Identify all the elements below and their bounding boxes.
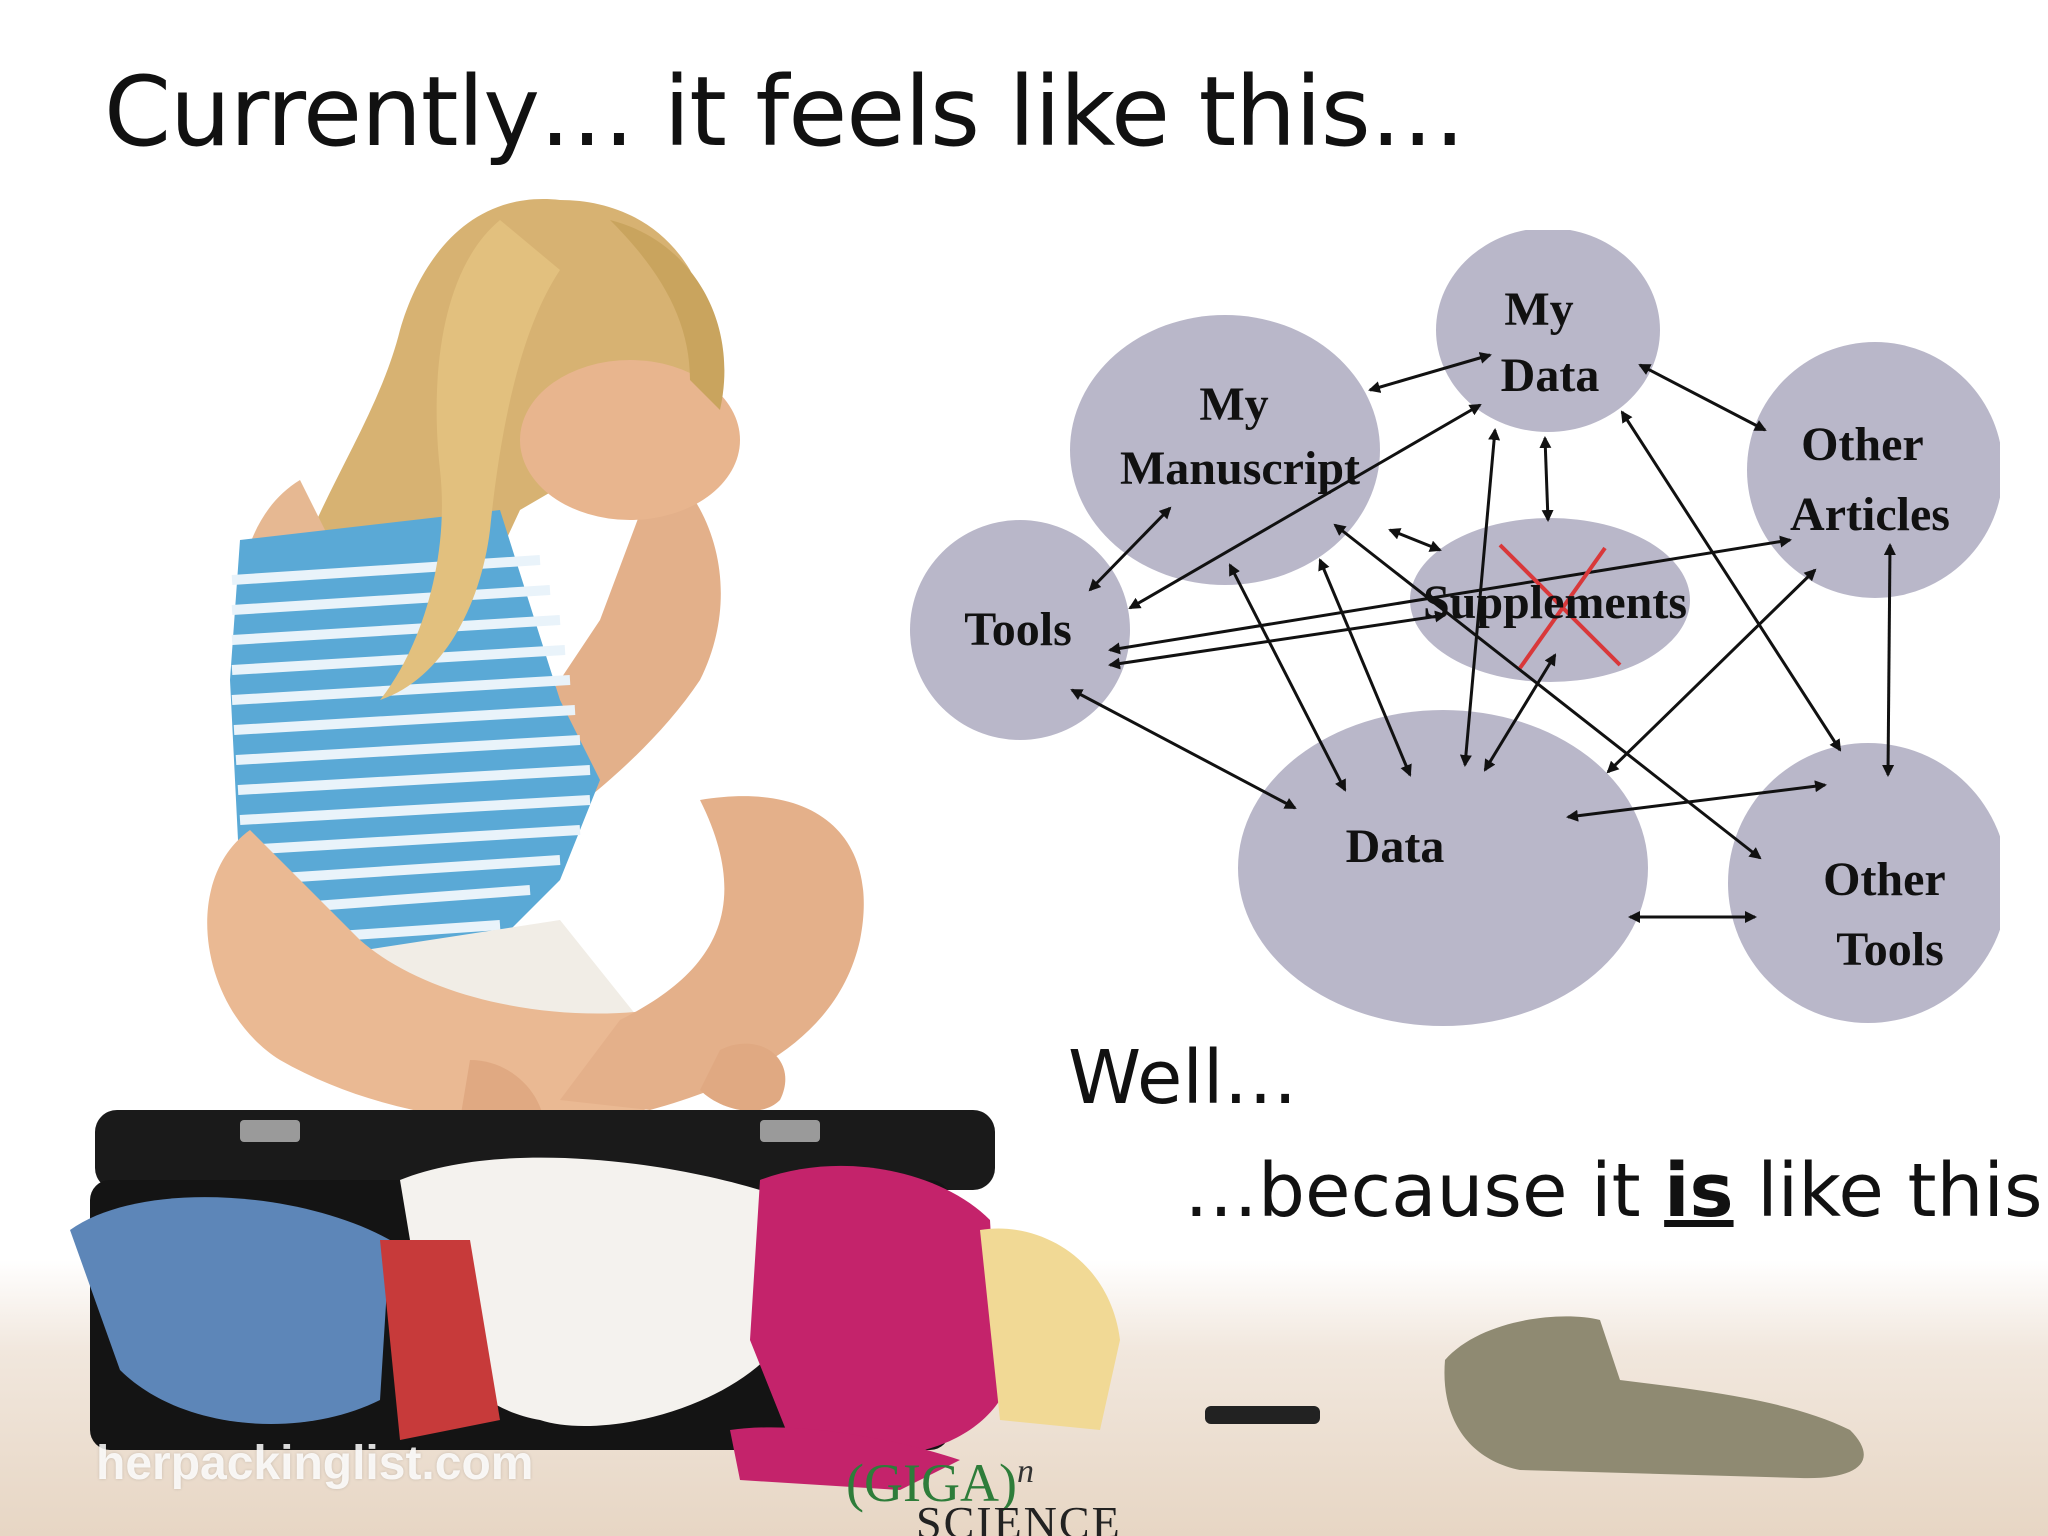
- arrow-otherarticles-tools: [1108, 535, 1792, 655]
- phone-on-floor: [1205, 1406, 1320, 1424]
- stressed-woman-on-suitcase-photo: [70, 199, 1120, 1490]
- logo-top-line: (GIGA)n: [846, 1452, 1034, 1514]
- logo-top-text: (GIGA): [846, 1453, 1017, 1513]
- arrow-manuscript-data-a: [1228, 563, 1347, 792]
- label-tools: Tools: [964, 603, 1072, 656]
- arrow-tools-data: [1070, 688, 1297, 810]
- cloth-on-floor: [1444, 1316, 1864, 1479]
- label-other-tools-line2: Tools: [1836, 923, 1944, 976]
- label-my-manuscript-line1: My: [1199, 378, 1268, 431]
- logo-bottom-text: SCIENCE: [916, 1497, 1122, 1536]
- arrow-supplements-data: [1483, 653, 1557, 772]
- arrow-data-othertools-a: [1566, 780, 1827, 822]
- gigascience-logo: (GIGA)n SCIENCE: [846, 1452, 1166, 1536]
- complexity-diagram: My Data My Manuscript Other Articles Sup…: [910, 230, 2000, 1026]
- because-emphasis: is: [1664, 1148, 1734, 1234]
- label-my-data-line2: Data: [1501, 349, 1600, 402]
- label-my-data: My Data: [1501, 283, 1600, 402]
- arrow-otherarticles-data: [1606, 568, 1817, 774]
- supplements-cross-stroke-a: [1498, 543, 1622, 667]
- slide-title: Currently… it feels like this…: [104, 56, 1466, 168]
- arrow-manuscript-supplements: [1388, 528, 1442, 552]
- arrow-mydata-supplements: [1539, 436, 1554, 522]
- arrow-otherarticles-othertools: [1882, 543, 1896, 777]
- label-my-manuscript-line2: Manuscript: [1120, 442, 1360, 495]
- because-suffix: like this: [1733, 1148, 2043, 1234]
- node-my-data: [1436, 230, 1660, 432]
- label-my-data-line1: My: [1504, 283, 1573, 336]
- label-other-articles: Other Articles: [1790, 418, 1950, 541]
- label-my-manuscript: My Manuscript: [1120, 378, 1360, 495]
- label-other-tools-line1: Other: [1823, 853, 1945, 906]
- logo-superscript: n: [1016, 1453, 1034, 1490]
- label-other-articles-line2: Articles: [1790, 488, 1950, 541]
- because-text: …because it is like this: [1184, 1148, 2043, 1234]
- label-data: Data: [1346, 820, 1445, 873]
- well-text: Well…: [1068, 1035, 1298, 1121]
- photo-watermark: herpackinglist.com: [96, 1437, 534, 1490]
- because-prefix: …because it: [1184, 1148, 1665, 1234]
- arrow-mydata-otherarticles: [1638, 363, 1767, 432]
- supplements-cross-stroke-b: [1518, 546, 1607, 670]
- label-other-tools: Other Tools: [1823, 853, 1957, 976]
- node-tools: [910, 520, 1130, 740]
- label-other-articles-line1: Other: [1801, 418, 1923, 471]
- label-supplements: Supplements: [1423, 576, 1687, 629]
- arrow-manuscript-mydata: [1368, 352, 1492, 393]
